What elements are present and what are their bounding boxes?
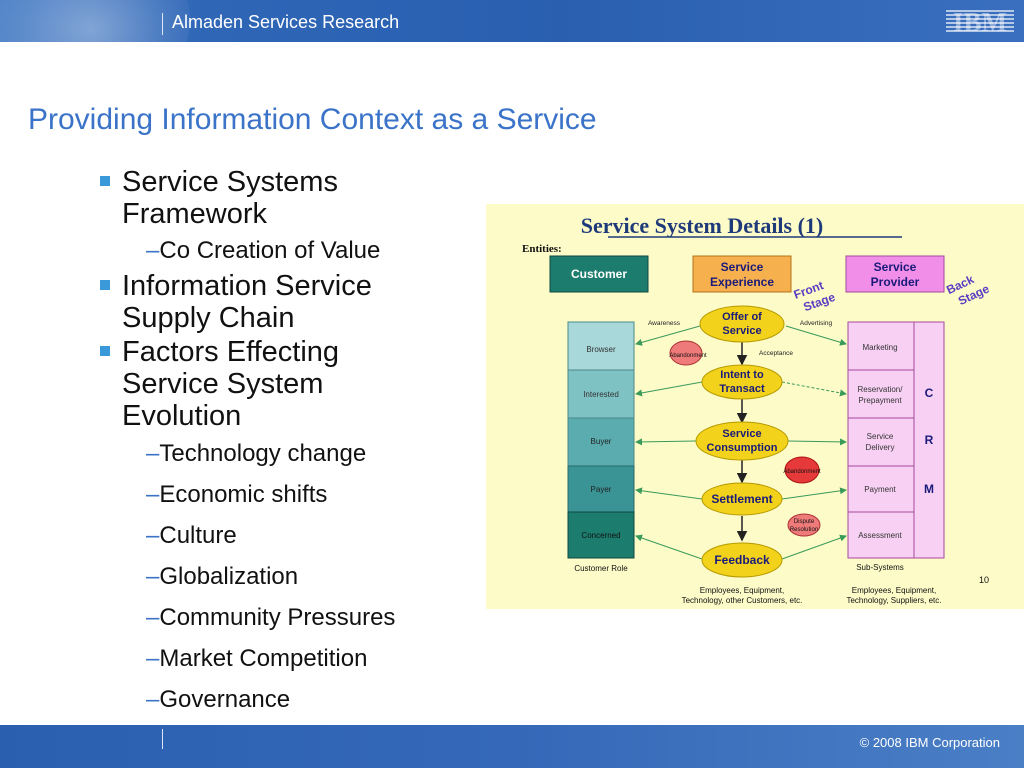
customer-note-line2: Technology, other Customers, etc.: [682, 596, 803, 605]
sub-bullet-co-creation: –Co Creation of Value: [146, 237, 381, 264]
crm-r: R: [925, 433, 934, 447]
sub-bullet-technology: –Technology change: [146, 440, 367, 467]
customer-entity-box: [549, 255, 649, 293]
bullet-information-service: Information Service Supply Chain: [100, 270, 460, 334]
crm-c: C: [925, 386, 934, 400]
svg-text:Service: Service: [722, 428, 761, 440]
entities-label: Entities:: [522, 243, 562, 255]
ibm-logo-text: IBM: [953, 7, 1007, 35]
sub-assessment-label: Assessment: [858, 531, 902, 540]
footer-band: © 2008 IBM Corporation: [0, 725, 1024, 768]
svg-text:Resolution: Resolution: [790, 527, 818, 533]
footer-divider: [162, 729, 163, 749]
crm-m: M: [924, 482, 934, 496]
ibm-logo: IBM: [946, 7, 1014, 35]
role-payer-label: Payer: [591, 485, 612, 494]
awareness-label: Awareness: [648, 320, 681, 327]
service-consumption-node: [695, 421, 789, 461]
globe-graphic: [0, 0, 190, 42]
svg-text:Offer of: Offer of: [722, 311, 762, 323]
sub-bullet-governance: –Governance: [146, 686, 291, 713]
provider-subsystems-box: [847, 321, 945, 559]
bullet-service-systems: Service Systems Framework: [100, 166, 460, 230]
sub-payment-label: Payment: [864, 485, 896, 494]
advertising-label: Advertising: [800, 320, 833, 327]
sub-bullet-community: –Community Pressures: [146, 604, 396, 631]
svg-text:Intent to: Intent to: [720, 369, 764, 381]
provider-note-line1: Employees, Equipment,: [852, 586, 937, 595]
service-system-diagram: Service System Details (1) Entities: Cus…: [486, 204, 1024, 609]
acceptance-label: Acceptance: [759, 350, 793, 357]
service-provider-line2: Provider: [871, 275, 920, 289]
role-buyer-cell: [567, 417, 635, 467]
intent-to-transact-node: [701, 364, 783, 400]
service-experience-line2: Experience: [710, 275, 774, 289]
dispute-resolution-circle: [787, 513, 821, 537]
feedback-node: [701, 542, 783, 578]
svg-text:Dispute: Dispute: [794, 519, 815, 525]
role-concerned-label: Concerned: [581, 531, 620, 540]
back-stage-label: Back Stage: [944, 272, 992, 308]
front-stage-label: Front Stage: [792, 278, 838, 314]
header-band: Almaden Services Research IBM: [0, 0, 1024, 42]
customer-entity-label: Customer: [571, 267, 627, 281]
service-experience-line1: Service: [721, 260, 764, 274]
sub-reservation-line2: Prepayment: [858, 396, 902, 405]
sub-bullet-economic: –Economic shifts: [146, 481, 328, 508]
copyright: © 2008 IBM Corporation: [859, 735, 1000, 750]
role-buyer-label: Buyer: [591, 437, 612, 446]
sub-reservation-line1: Reservation/: [858, 385, 904, 394]
bullet-factors: Factors Effecting Service System Evoluti…: [100, 336, 460, 432]
customer-role-caption: Customer Role: [574, 564, 628, 573]
sub-marketing-label: Marketing: [862, 343, 897, 352]
sub-delivery-line2: Delivery: [866, 443, 895, 452]
subsystems-caption: Sub-Systems: [856, 563, 904, 572]
service-provider-box: [845, 255, 945, 293]
customer-note-line1: Employees, Equipment,: [700, 586, 785, 595]
role-interested-cell: [567, 369, 635, 419]
svg-text:Service: Service: [722, 325, 761, 337]
abandonment-circle-1: [669, 340, 703, 366]
role-concerned-cell: [567, 511, 635, 559]
diagram-page-number: 10: [979, 575, 989, 585]
sub-bullet-globalization: –Globalization: [146, 563, 299, 590]
slide-title: Providing Information Context as a Servi…: [28, 103, 597, 136]
org-name: Almaden Services Research: [172, 12, 400, 32]
diagram-heading: Service System Details (1): [581, 213, 824, 238]
header-divider: [162, 13, 163, 35]
svg-text:Feedback: Feedback: [714, 553, 770, 567]
svg-text:Abandonment: Abandonment: [783, 469, 821, 475]
role-interested-label: Interested: [583, 390, 619, 399]
service-provider-line1: Service: [874, 260, 917, 274]
role-browser-label: Browser: [586, 345, 616, 354]
svg-text:Transact: Transact: [719, 383, 765, 395]
service-experience-box: [692, 255, 792, 293]
settlement-node: [701, 482, 783, 516]
svg-text:Consumption: Consumption: [707, 442, 778, 454]
sub-delivery-line1: Service: [867, 432, 894, 441]
sub-bullet-market: –Market Competition: [146, 645, 368, 672]
role-payer-cell: [567, 465, 635, 513]
svg-text:Settlement: Settlement: [711, 492, 772, 506]
svg-text:Abandonment: Abandonment: [669, 353, 707, 359]
bullet-list: Service Systems Framework –Co Creation o…: [100, 166, 460, 714]
offer-of-service-node: [699, 305, 785, 343]
sub-bullet-culture: –Culture: [146, 522, 237, 549]
provider-note-line2: Technology, Suppliers, etc.: [846, 596, 941, 605]
abandonment-circle-2: [784, 456, 820, 484]
